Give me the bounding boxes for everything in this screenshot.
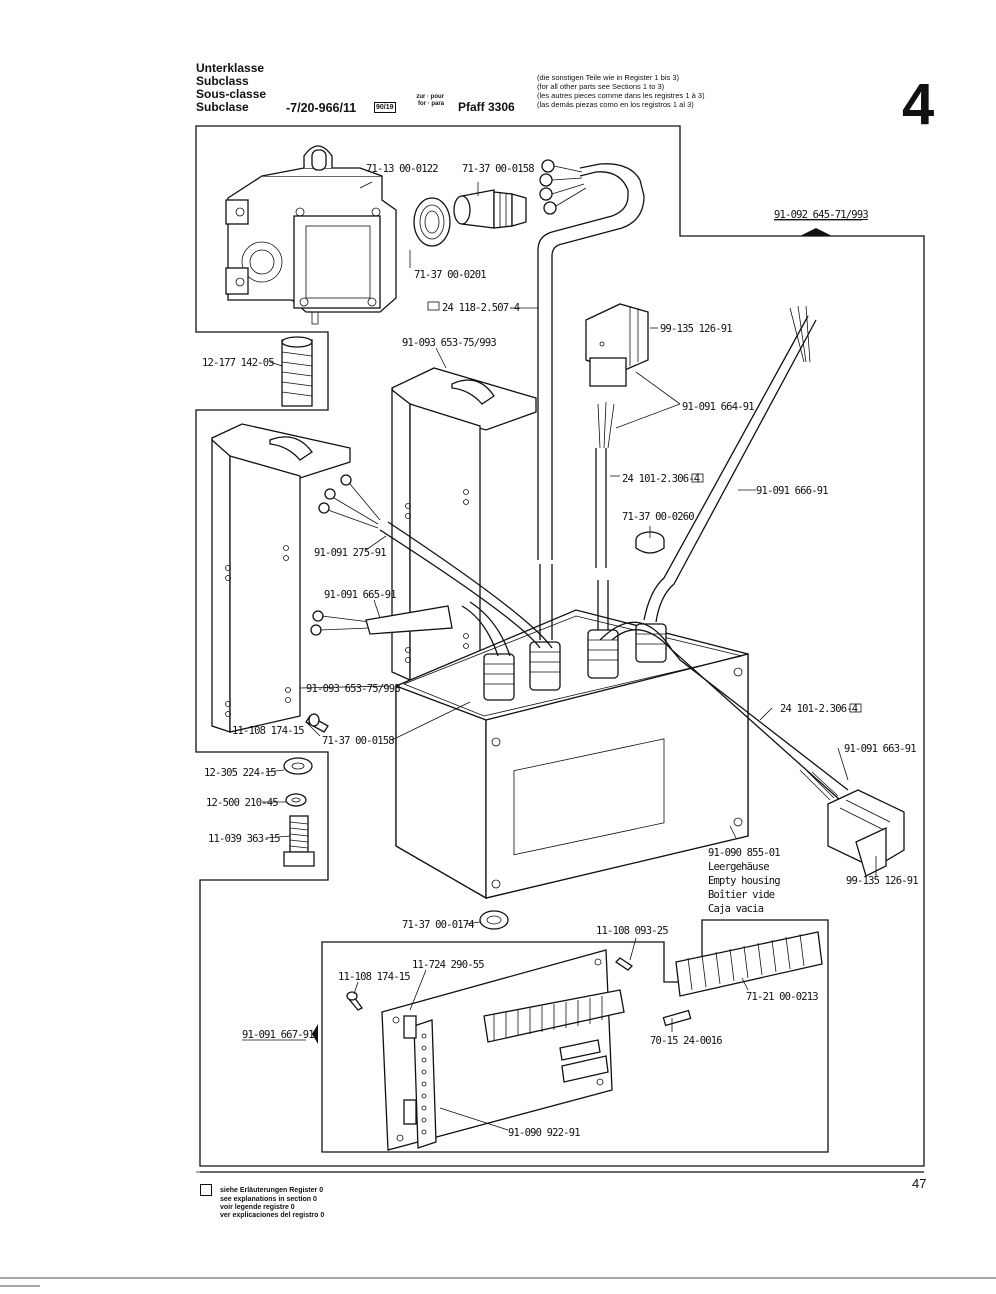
- cable-ring-terminals-icon: [537, 159, 645, 560]
- bolt-icon: [283, 815, 315, 867]
- part-label-71-21-00-0213: 71-21 00-0213: [746, 991, 818, 1003]
- housing-desc-en: Empty housing: [708, 875, 780, 887]
- diagram-frame: [195, 125, 925, 1167]
- housing-desc-es: Caja vacia: [708, 903, 764, 915]
- footer-line-3: voir legende registre 0: [220, 1204, 295, 1211]
- part-label-91-092-645-71-993: 91-092 645-71/993: [774, 209, 868, 221]
- part-label-11-108-174-15-b: 11-108 174-15: [338, 971, 410, 983]
- part-label-11-108-174-15: 11-108 174-15: [232, 725, 304, 737]
- footer-notes: siehe Erläuterungen Register 0 see expla…: [200, 1184, 324, 1220]
- housing-desc-fr: Boîtier vide: [708, 889, 775, 901]
- part-label-24-101-2-306-4: 24 101-2.306-4: [622, 473, 700, 485]
- part-label-71-37-00-0260: 71-37 00-0260: [622, 511, 694, 523]
- subclass-badge: 90/19: [374, 102, 396, 113]
- pcb-screw-icon: [346, 957, 634, 1011]
- spring-sleeve-icon: [281, 336, 313, 407]
- gland-nut-icon: [413, 197, 451, 247]
- ring-terminals-left-icon: [310, 474, 453, 636]
- part-label-24-118-2-507-4: 24 118-2.507-4: [442, 302, 520, 314]
- part-label-11-039-363-15: 11-039 363-15: [208, 833, 280, 845]
- part-label-91-091-663-91: 91-091 663-91: [844, 743, 916, 755]
- part-label-71-37-00-0174: 71-37 00-0174: [402, 919, 474, 931]
- cable-wire-ends-icon: [597, 305, 811, 449]
- ref-box-icon-3: [849, 703, 862, 713]
- part-label-71-37-00-0201: 71-37 00-0201: [414, 269, 486, 281]
- machine-model: Pfaff 3306: [458, 100, 515, 114]
- part-label-71-37-00-0158-b: 71-37 00-0158: [322, 735, 394, 747]
- footer-text-de: siehe Erläuterungen Register 0: [220, 1186, 324, 1194]
- part-label-99-135-126-91-b: 99-135 126-91: [846, 875, 918, 887]
- housing-cables-icon: [379, 315, 849, 801]
- part-label-11-108-093-25: 11-108 093-25: [596, 925, 668, 937]
- housing-desc-de: Leergehäuse: [708, 861, 769, 873]
- part-label-71-13-00-0122: 71-13 00-0122: [366, 163, 438, 175]
- ref-box-icon-2: [691, 473, 704, 483]
- arrow-left-icon: [312, 1024, 318, 1044]
- arrow-up-icon: [800, 228, 832, 236]
- subclass-code: -7/20-966/11: [286, 101, 357, 115]
- part-label-91-091-666-91: 91-091 666-91: [756, 485, 828, 497]
- circuit-board-icon: [381, 949, 625, 1151]
- subclass-labels: Unterklasse Subclass Sous-classe Subclas…: [196, 62, 266, 114]
- part-label-12-500-210-45: 12-500 210-45: [206, 797, 278, 809]
- terminal-strip-icon: [675, 931, 823, 997]
- part-label-91-090-855-01: 91-090 855-01: [708, 847, 780, 859]
- part-label-12-305-224-15: 12-305 224-15: [204, 767, 276, 779]
- part-label-91-091-665-91: 91-091 665-91: [324, 589, 396, 601]
- leader-lines: [262, 181, 877, 1131]
- part-label-91-091-667-91: 91-091 667-91: [242, 1029, 314, 1041]
- part-label-70-15-24-0016: 70-15 24-0016: [650, 1035, 722, 1047]
- section-number: 4: [902, 72, 935, 137]
- note-fr: (les autres pieces comme dans les regist…: [537, 91, 705, 100]
- fuse-icon: [662, 1009, 692, 1027]
- part-label-91-091-664-91: 91-091 664-91: [682, 401, 754, 413]
- footer-line-4: ver explicaciones del registro 0: [220, 1212, 325, 1219]
- ref-box-legend-icon: [200, 1184, 212, 1196]
- mounting-bracket-left-icon: [211, 423, 351, 733]
- ref-box-icon: [427, 301, 440, 311]
- screw-icon: [305, 713, 329, 733]
- part-label-12-177-142-05: 12-177 142-05: [202, 357, 274, 369]
- header-notes: (die sonstigen Teile wie in Register 1 b…: [537, 73, 705, 109]
- zur-pour-label: zur · pour for · para: [410, 94, 444, 108]
- subclass-de: Unterklasse: [196, 61, 265, 75]
- washer-icon: [283, 757, 313, 775]
- lock-washer-icon: [285, 793, 307, 807]
- hex-nut-icon: [479, 910, 509, 930]
- mounting-bracket-right-icon: [391, 367, 537, 682]
- pcb-frame: [321, 919, 829, 1153]
- footer-line-2: see explanations in section 0: [220, 1196, 317, 1203]
- footer-line-1: siehe Erläuterungen Register 0: [200, 1184, 324, 1196]
- note-de: (die sonstigen Teile wie in Register 1 b…: [537, 73, 680, 82]
- part-label-99-135-126-91: 99-135 126-91: [660, 323, 732, 335]
- for-para-text: for · para: [417, 101, 444, 107]
- note-en: (for all other parts see Sections 1 to 3…: [537, 82, 665, 91]
- part-label-71-37-00-0158: 71-37 00-0158: [462, 163, 534, 175]
- part-label-91-091-275-91: 91-091 275-91: [314, 547, 386, 559]
- subclass-en: Subclass: [196, 74, 249, 88]
- subclass-fr: Sous-classe: [196, 87, 267, 101]
- part-label-91-093-653-75-993-b: 91-093 653-75/993: [306, 683, 400, 695]
- page-number: 47: [912, 1176, 927, 1191]
- part-label-11-724-290-55: 11-724 290-55: [412, 959, 484, 971]
- connector-plug-lower-icon: [799, 769, 905, 877]
- cable-gland-icon: [453, 189, 527, 229]
- connector-plug-icon: [585, 303, 649, 387]
- note-es: (las demás piezas como en los registros …: [537, 100, 694, 109]
- limit-switch-icon: [225, 145, 397, 325]
- subclass-es: Subclase: [196, 100, 249, 114]
- part-label-91-093-653-75-993: 91-093 653-75/993: [402, 337, 496, 349]
- part-label-91-090-922-91: 91-090 922-91: [508, 1127, 580, 1139]
- part-label-24-101-2-306-4-b: 24 101-2.306-4: [780, 703, 858, 715]
- zur-pour-text: zur · pour: [416, 94, 444, 100]
